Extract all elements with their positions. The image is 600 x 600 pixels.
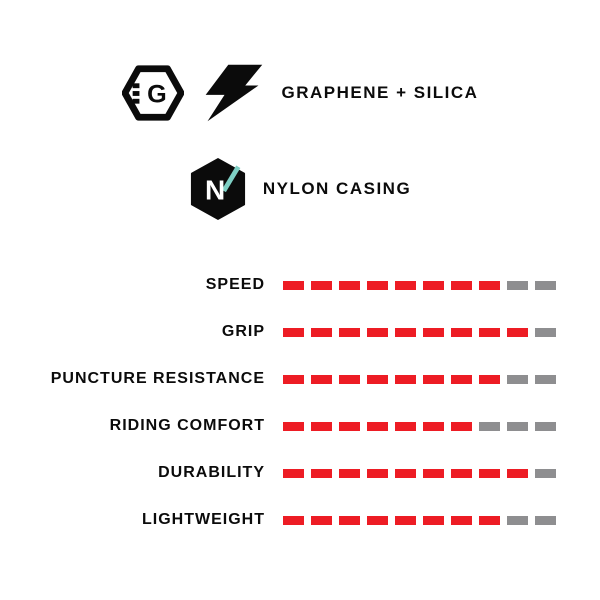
filled-segment: [311, 468, 332, 478]
filled-segment: [283, 327, 304, 337]
filled-segment: [423, 280, 444, 290]
rating-bar: [283, 374, 556, 384]
rating-row: DURABILITY: [0, 464, 600, 482]
empty-segment: [535, 374, 556, 384]
rating-row: RIDING COMFORT: [0, 417, 600, 435]
rating-label: SPEED: [205, 276, 265, 293]
rating-bar: [283, 421, 556, 431]
filled-segment: [283, 374, 304, 384]
ratings-chart: SPEED GRIP PUNCTURE RESISTANCE RIDING COMFO…: [0, 276, 600, 529]
graphene-silica-label: GRAPHENE + SILICA: [281, 83, 479, 102]
filled-segment: [395, 421, 416, 431]
filled-segment: [311, 515, 332, 525]
filled-segment: [311, 280, 332, 290]
empty-segment: [507, 374, 528, 384]
empty-segment: [535, 280, 556, 290]
rating-bar: [283, 280, 556, 290]
filled-segment: [339, 468, 360, 478]
filled-segment: [423, 468, 444, 478]
filled-segment: [479, 327, 500, 337]
silica-bolt-icon: [200, 62, 266, 124]
filled-segment: [451, 515, 472, 525]
rating-label: PUNCTURE RESISTANCE: [50, 370, 265, 387]
filled-segment: [479, 468, 500, 478]
filled-segment: [451, 327, 472, 337]
filled-segment: [507, 468, 528, 478]
graphene-letter: G: [147, 81, 167, 109]
filled-segment: [311, 374, 332, 384]
feature-header: G GRAPHENE + SILICA N NYLON CASING: [0, 0, 600, 220]
filled-segment: [339, 280, 360, 290]
filled-segment: [283, 421, 304, 431]
empty-segment: [507, 280, 528, 290]
filled-segment: [311, 421, 332, 431]
filled-segment: [367, 280, 388, 290]
filled-segment: [367, 421, 388, 431]
filled-segment: [339, 327, 360, 337]
rating-row: PUNCTURE RESISTANCE: [0, 370, 600, 388]
filled-segment: [479, 280, 500, 290]
empty-segment: [535, 421, 556, 431]
nylon-casing-label: NYLON CASING: [262, 179, 412, 198]
filled-segment: [423, 374, 444, 384]
filled-segment: [283, 280, 304, 290]
empty-segment: [535, 515, 556, 525]
nylon-teal-slash: [221, 165, 241, 193]
filled-segment: [283, 468, 304, 478]
filled-segment: [367, 468, 388, 478]
rating-label: LIGHTWEIGHT: [142, 511, 265, 528]
nylon-hex-icon: N: [189, 158, 247, 220]
filled-segment: [395, 327, 416, 337]
filled-segment: [367, 374, 388, 384]
empty-segment: [507, 421, 528, 431]
filled-segment: [479, 374, 500, 384]
empty-segment: [507, 515, 528, 525]
filled-segment: [479, 515, 500, 525]
rating-row: GRIP: [0, 323, 600, 341]
nylon-casing-row: N NYLON CASING: [0, 158, 600, 220]
filled-segment: [283, 515, 304, 525]
filled-segment: [423, 515, 444, 525]
rating-bar: [283, 468, 556, 478]
empty-segment: [535, 327, 556, 337]
nylon-letter: N: [205, 175, 225, 206]
filled-segment: [451, 421, 472, 431]
filled-segment: [451, 374, 472, 384]
filled-segment: [395, 374, 416, 384]
rating-bar: [283, 327, 556, 337]
filled-segment: [339, 374, 360, 384]
rating-bar: [283, 515, 556, 525]
filled-segment: [451, 468, 472, 478]
rating-label: DURABILITY: [158, 464, 265, 481]
filled-segment: [395, 468, 416, 478]
filled-segment: [507, 327, 528, 337]
filled-segment: [395, 280, 416, 290]
filled-segment: [367, 327, 388, 337]
filled-segment: [311, 327, 332, 337]
filled-segment: [395, 515, 416, 525]
graphene-hex-icon: G: [121, 64, 184, 122]
rating-row: LIGHTWEIGHT: [0, 511, 600, 529]
filled-segment: [423, 327, 444, 337]
filled-segment: [339, 421, 360, 431]
filled-segment: [339, 515, 360, 525]
rating-label: RIDING COMFORT: [109, 417, 265, 434]
rating-label: GRIP: [221, 323, 265, 340]
rating-row: SPEED: [0, 276, 600, 294]
empty-segment: [535, 468, 556, 478]
filled-segment: [451, 280, 472, 290]
empty-segment: [479, 421, 500, 431]
filled-segment: [423, 421, 444, 431]
graphene-silica-row: G GRAPHENE + SILICA: [0, 62, 600, 124]
filled-segment: [367, 515, 388, 525]
